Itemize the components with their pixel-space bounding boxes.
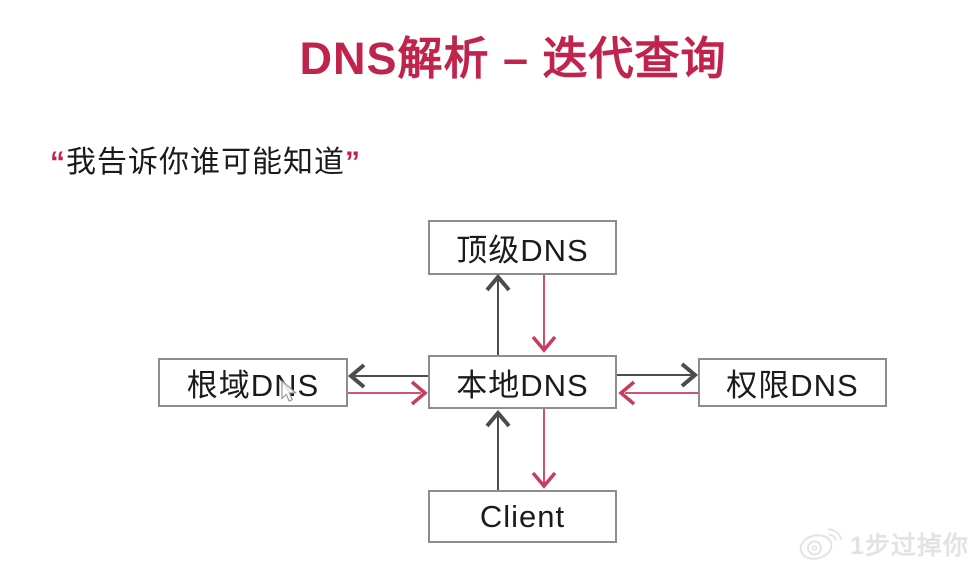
arrow-root-to-local xyxy=(348,380,428,406)
quote-line: “我告诉你谁可能知道” xyxy=(50,137,361,181)
node-client: Client xyxy=(428,490,617,543)
node-local-dns-label: 本地DNS xyxy=(456,367,589,403)
node-root-dns: 根域DNS xyxy=(158,358,348,407)
weibo-logo-icon xyxy=(799,528,842,560)
quote-text: 我告诉你谁可能知道 xyxy=(66,146,345,179)
watermark: 1步过掉你 xyxy=(799,526,969,562)
node-auth-dns: 权限DNS xyxy=(698,358,887,407)
node-local-dns: 本地DNS xyxy=(428,355,617,409)
quote-open-mark: “ xyxy=(50,146,66,179)
arrow-local-to-root xyxy=(347,363,428,389)
watermark-text: 1步过掉你 xyxy=(850,532,969,560)
arrow-top-to-local xyxy=(531,275,557,353)
node-client-label: Client xyxy=(479,498,566,534)
node-top-dns-label: 顶级DNS xyxy=(456,233,589,268)
node-auth-dns-label: 权限DNS xyxy=(726,368,859,403)
node-top-dns: 顶级DNS xyxy=(428,220,617,275)
arrow-auth-to-local xyxy=(618,380,698,406)
page-title: DNS解析 – 迭代查询 xyxy=(299,33,727,84)
arrow-client-to-local xyxy=(485,409,511,490)
arrow-local-to-top xyxy=(485,273,511,355)
arrow-local-to-client xyxy=(531,409,557,489)
node-root-dns-label: 根域DNS xyxy=(186,368,320,403)
arrow-local-to-auth xyxy=(617,362,699,388)
quote-close-mark: ” xyxy=(345,146,361,179)
